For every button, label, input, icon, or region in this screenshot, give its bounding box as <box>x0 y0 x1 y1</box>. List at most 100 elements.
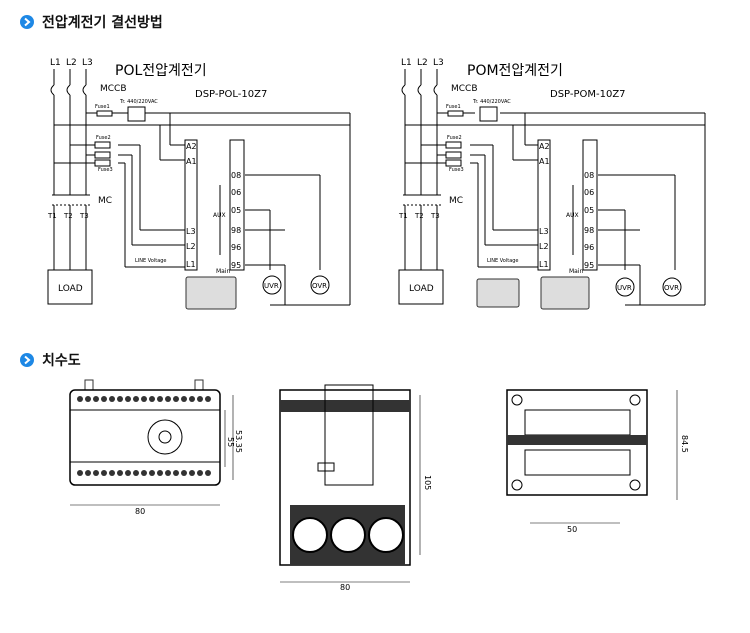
transformer-symbol <box>127 106 146 122</box>
contact-terminal-96: 96 <box>584 243 594 252</box>
contact-terminal-05: 05 <box>231 206 241 215</box>
contact-terminal-98: 98 <box>584 226 594 235</box>
main-label: Main <box>569 268 584 275</box>
uvr-lamp-label: UVR <box>617 284 632 292</box>
back-width-dim: 50 <box>567 525 577 534</box>
transformer-label: Tr. 440/220VAC <box>119 99 158 105</box>
wiring-diagram-pol: POL전압계전기 DSP-POL-10Z7 L1 L2 L3 <box>47 58 351 310</box>
contact-terminal-95: 95 <box>584 261 594 270</box>
ovr-lamp-icon <box>662 277 682 297</box>
terminal-t2: T2 <box>414 212 424 220</box>
terminal-t1: T1 <box>398 212 408 220</box>
dimensions-section-title: 치수도 <box>42 353 81 369</box>
contact-terminal-95: 95 <box>231 261 241 270</box>
aux-label: AUX <box>213 212 226 219</box>
ovr-lamp-icon <box>310 275 330 295</box>
front-view-drawing: 80 55 53.35 <box>69 379 243 516</box>
transformer-symbol <box>479 106 498 122</box>
ovr-lamp-label: OVR <box>312 282 327 290</box>
terminal-t3: T3 <box>79 212 89 220</box>
contact-terminal-block <box>582 139 598 271</box>
dimensions-section-header: 치수도 <box>20 350 81 370</box>
relay-terminal-l3: L3 <box>539 227 549 236</box>
relay-terminal-l2: L2 <box>186 242 196 251</box>
load-label: LOAD <box>58 284 83 294</box>
wiring-section-header: 전압계전기 결선방법 <box>20 12 163 32</box>
keypad-icon <box>147 419 183 455</box>
wiring-diagram-pom: POM전압계전기 DSP-POM-10Z7 L1 L2 L3 <box>398 58 706 310</box>
terminal-t1: T1 <box>47 212 57 220</box>
fuse3-label: Fuse3 <box>449 167 464 173</box>
line-label-l1: L1 <box>50 58 61 68</box>
phase-lines <box>50 69 351 306</box>
relay-terminal-block <box>184 139 198 271</box>
fuse-symbol <box>94 151 111 159</box>
transformer-label: Tr. 440/220VAC <box>472 99 511 105</box>
chevron-right-icon <box>20 15 34 29</box>
wiring-section-title: 전압계전기 결선방법 <box>42 15 163 31</box>
contact-terminal-08: 08 <box>584 171 594 180</box>
display-module-image <box>476 278 520 308</box>
line-label-l3: L3 <box>82 58 93 68</box>
fuse-symbol <box>445 159 462 167</box>
diagram-model: DSP-POM-10Z7 <box>550 89 626 100</box>
front-width-dim: 80 <box>135 507 145 516</box>
back-view-drawing: 50 84.5 <box>506 389 689 534</box>
uvr-lamp-icon <box>262 275 282 295</box>
relay-terminal-l3: L3 <box>186 227 196 236</box>
front-h2-dim: 53.35 <box>234 430 243 453</box>
breaker-label: MCCB <box>451 84 478 94</box>
contact-terminal-06: 06 <box>584 188 594 197</box>
line-label-l2: L2 <box>417 58 428 68</box>
line-voltage-label: LINE Voltage <box>135 258 167 264</box>
terminal-t2: T2 <box>63 212 73 220</box>
phase-lines <box>401 69 706 306</box>
fuse2-label: Fuse2 <box>96 135 111 141</box>
back-height-dim: 84.5 <box>680 435 689 453</box>
diagram-title: POL전압계전기 <box>115 63 207 79</box>
aux-label: AUX <box>566 212 579 219</box>
uvr-lamp-label: UVR <box>264 282 279 290</box>
fuse2-label: Fuse2 <box>447 135 462 141</box>
load-box <box>398 269 444 305</box>
fuse-symbol <box>94 159 111 167</box>
diagram-model: DSP-POL-10Z7 <box>195 89 267 100</box>
fuse-label: Fuse1 <box>95 104 110 110</box>
fuse-symbol <box>96 110 113 117</box>
fuse3-label: Fuse3 <box>98 167 113 173</box>
terminal-t3: T3 <box>430 212 440 220</box>
relay-terminal-a1: A1 <box>186 157 197 166</box>
contact-terminal-06: 06 <box>231 188 241 197</box>
load-box <box>47 269 93 305</box>
relay-device-image <box>540 276 590 310</box>
contact-terminal-08: 08 <box>231 171 241 180</box>
chevron-right-icon <box>20 353 34 367</box>
relay-terminal-block <box>537 139 551 271</box>
side-view-drawing: 105 80 <box>279 384 432 592</box>
relay-terminal-l1: L1 <box>539 260 549 269</box>
line-label-l1: L1 <box>401 58 412 68</box>
diagram-title: POM전압계전기 <box>467 63 563 79</box>
line-label-l3: L3 <box>433 58 444 68</box>
breaker-label: MCCB <box>100 84 127 94</box>
relay-terminal-a2: A2 <box>539 142 550 151</box>
contact-terminal-block <box>229 139 245 271</box>
line-label-l2: L2 <box>66 58 77 68</box>
fuse-label: Fuse1 <box>446 104 461 110</box>
relay-terminal-a2: A2 <box>186 142 197 151</box>
ovr-lamp-label: OVR <box>664 284 679 292</box>
fuse-symbol <box>445 151 462 159</box>
contactor-label: MC <box>449 196 463 206</box>
relay-device-image <box>185 276 237 310</box>
relay-terminal-l1: L1 <box>186 260 196 269</box>
contactor-label: MC <box>98 196 112 206</box>
line-voltage-label: LINE Voltage <box>487 258 519 264</box>
side-height-dim: 105 <box>423 475 432 490</box>
main-label: Main <box>216 268 231 275</box>
relay-terminal-a1: A1 <box>539 157 550 166</box>
fuse-symbol <box>94 141 111 149</box>
contact-terminal-96: 96 <box>231 243 241 252</box>
front-h1-dim: 55 <box>226 437 235 447</box>
uvr-lamp-icon <box>615 277 635 297</box>
load-label: LOAD <box>409 284 434 294</box>
